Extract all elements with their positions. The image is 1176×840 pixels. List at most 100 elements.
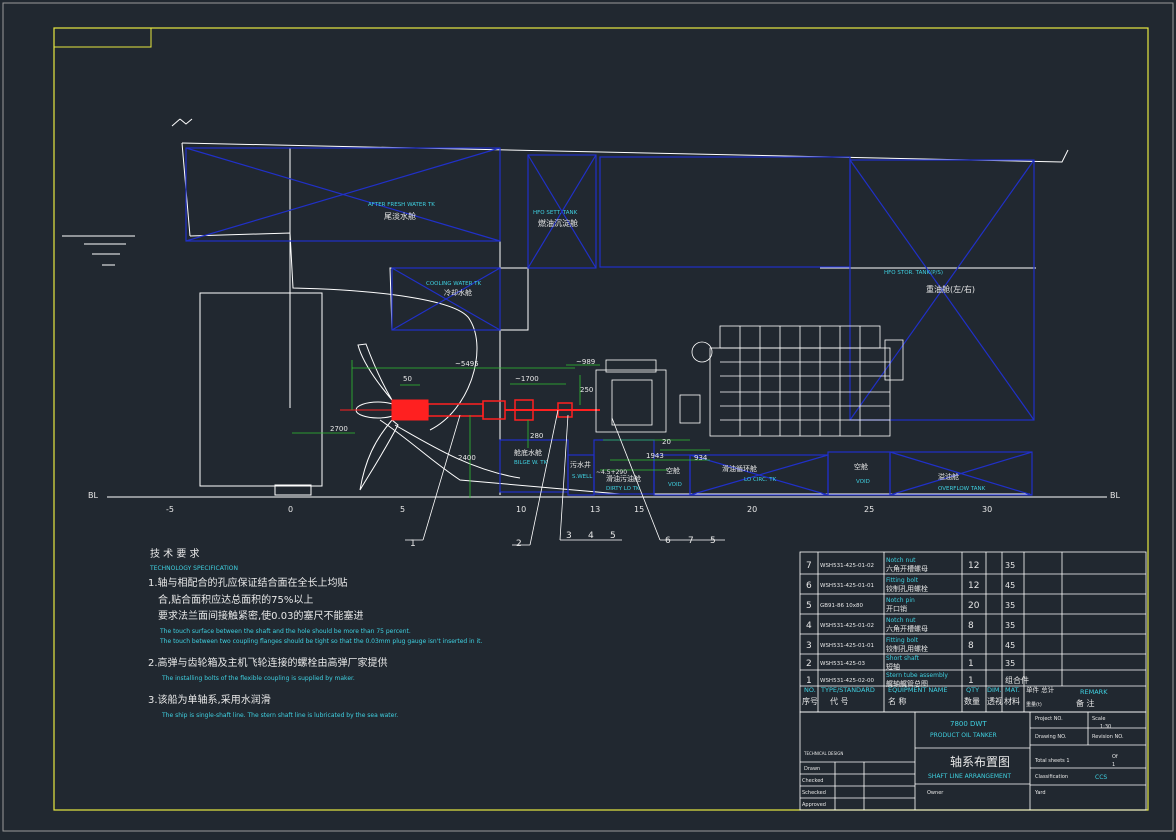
note-1-cn2: 合,贴合面积应达总面积的75%以上 — [158, 593, 313, 606]
cooling-water-tank — [391, 267, 501, 331]
tb-approved: Approved — [802, 802, 826, 808]
tb-class: Classification — [1035, 774, 1068, 780]
bom-qty-cn: 数量 — [964, 696, 980, 706]
hfo-stor-tank — [849, 159, 1035, 421]
frame-label: -5 — [166, 505, 174, 514]
bom-weight-en: 重量(t) — [1026, 701, 1042, 708]
bom-row-code: WSH531-425-02-00 — [820, 678, 875, 684]
tb-checked: Checked — [802, 778, 823, 784]
callout-3: 3 — [566, 531, 572, 541]
bom-remark-en: REMARK — [1080, 688, 1108, 696]
note-2-en: The installing bolts of the flexible cou… — [161, 675, 355, 682]
bom-row-no: 7 — [806, 561, 812, 571]
bom-row-name-cn: 开口销 — [886, 604, 907, 613]
bom-no-en: NO. — [804, 686, 816, 694]
bom-row-mat: 45 — [1005, 581, 1015, 590]
note-3-cn: 3.该船为单轴系,采用水润滑 — [148, 693, 271, 706]
tb-title-en: SHAFT LINE ARRANGEMENT — [928, 773, 1011, 780]
dim-20: 20 — [662, 438, 671, 446]
callout-7: 7 — [688, 536, 694, 546]
tb-schecked: Schecked — [802, 790, 826, 796]
waterline-symbol — [62, 235, 135, 266]
hfo-sett-cn: 燃油沉淀舱 — [538, 218, 578, 228]
overflow-tank — [889, 451, 1033, 496]
bom-row-code: WSH531-425-01-01 — [820, 583, 874, 589]
bom-row-name-en: Notch nut — [886, 617, 916, 624]
tb-scale-val: 1:30 — [1100, 724, 1111, 730]
callout-2: 2 — [516, 539, 522, 549]
bom-row-no: 4 — [806, 621, 812, 631]
bilge-en: BILGE W. TK — [514, 460, 548, 466]
after-fresh-water-en: AFTER FRESH WATER TK — [368, 202, 435, 208]
bom-type-cn: 代 号 — [830, 696, 849, 706]
bom-row-name-cn: 短轴 — [886, 662, 900, 671]
dim-250: 250 — [580, 386, 593, 394]
bom-row-no: 1 — [806, 676, 812, 686]
callout-5b: 5 — [710, 536, 716, 546]
bom-row-name-en: Fitting bolt — [886, 577, 919, 584]
bom-row-no: 2 — [806, 659, 812, 669]
callout-5: 5 — [610, 531, 616, 541]
frame-label: 15 — [634, 505, 644, 514]
bom-row-code: WSH531-425-01-02 — [820, 563, 874, 569]
bom-dim-en: DIM. — [987, 686, 1002, 694]
bom-row-mat: 35 — [1005, 601, 1015, 610]
bom-row-name-en: Stern tube assembly — [886, 672, 948, 679]
note-1-cn: 1.轴与相配合的孔应保证结合面在全长上均贴 — [148, 576, 348, 589]
bom-no-cn: 序号 — [802, 696, 818, 706]
tb-ship: PRODUCT OIL TANKER — [930, 732, 997, 739]
tb-dwt: 7800 DWT — [950, 720, 987, 728]
dirty-lo-en: DIRTY LO TK — [606, 486, 640, 492]
bom-mat-cn: 材料 — [1004, 696, 1020, 706]
frame-label: 30 — [982, 505, 992, 514]
bom-dim-cn: 透视 — [987, 696, 1003, 706]
bom-row-name-cn: 六角开槽螺母 — [886, 564, 928, 573]
tb-sheet: Of — [1112, 754, 1118, 760]
note-1-en: The touch surface between the shaft and … — [159, 628, 411, 635]
bl-left: BL — [88, 491, 98, 500]
bom-row-qty: 12 — [968, 561, 979, 571]
note-3-en: The ship is single-shaft line. The stern… — [161, 712, 398, 719]
dim-280: 280 — [530, 432, 543, 440]
bom-row-name-cn: 六角开槽螺母 — [886, 624, 928, 633]
drawing-frame — [53, 27, 1149, 811]
bom-row-qty: 1 — [968, 659, 974, 669]
shaft-line — [340, 399, 600, 421]
frame-label: 5 — [400, 505, 405, 514]
tb-drawing: Drawing NO. — [1035, 734, 1067, 740]
hfo-stor-cn: 重油舱(左/右) — [926, 284, 975, 294]
tb-yard: Yard — [1034, 790, 1046, 796]
bom-mat-en: MAT. — [1005, 686, 1020, 694]
cooling-water-cn: 冷却水舱 — [444, 288, 472, 297]
lo-circ-en: LO CIRC. TK — [744, 477, 777, 483]
bom-frame — [799, 551, 1147, 811]
bom-row-qty: 8 — [968, 641, 974, 651]
tb-class-val: CCS — [1095, 774, 1107, 781]
frame-label: 25 — [864, 505, 874, 514]
bom-row-qty: 1 — [968, 676, 974, 686]
cooling-water-en: COOLING WATER TK — [426, 281, 482, 287]
tb-title-cn: 轴系布置图 — [950, 754, 1010, 769]
hfo-sett-tank — [527, 154, 597, 269]
bom-row-code: WSH531-425-03 — [820, 661, 866, 667]
note-1-cn3: 要求法兰面间接触紧密,使0.03的塞尺不能塞进 — [158, 609, 363, 622]
bilge-cn: 舱底水舱 — [514, 448, 542, 457]
tech-notes: 技 术 要 求 TECHNOLOGY SPECIFICATION 1.轴与相配合… — [148, 547, 483, 719]
bom-row-mat: 45 — [1005, 641, 1015, 650]
dim-2400: 2400 — [458, 454, 476, 462]
bom-row-mat: 组合件 — [1005, 675, 1029, 685]
tb-drawn: Drawn — [804, 766, 820, 772]
bom-equip-cn: 名 称 — [888, 696, 907, 706]
bom-row-qty: 8 — [968, 621, 974, 631]
title-block: 7800 DWT PRODUCT OIL TANKER 轴系布置图 SHAFT … — [802, 716, 1124, 808]
overflow-cn: 溢油舱 — [938, 472, 959, 481]
bom-weight-cn: 单件 总计 — [1026, 685, 1055, 694]
bom-header: NO. 序号 TYPE/STANDARD 代 号 EQUIPMENT NAME … — [802, 685, 1108, 708]
sewage-en: S.WELL — [572, 474, 593, 480]
void-1-cn: 空舱 — [666, 466, 680, 475]
bom-qty-en: QTY — [966, 686, 979, 694]
callout-6: 6 — [665, 536, 671, 546]
